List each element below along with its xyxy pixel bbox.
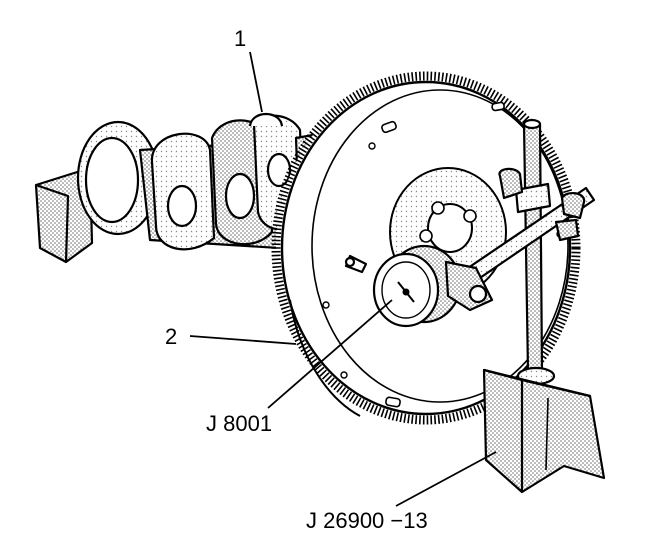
crankshaft (34, 112, 336, 264)
callout-dial-indicator: J 8001 (206, 411, 273, 436)
magnetic-base (482, 368, 606, 494)
leader-crankshaft (249, 51, 263, 113)
callout-flywheel: 2 (165, 324, 178, 349)
leader-lines (189, 51, 497, 507)
leader-flywheel (189, 335, 297, 345)
magnetic-base-stand (466, 118, 606, 494)
callout-crankshaft: 1 (234, 26, 247, 51)
leader-magnetic-base (395, 451, 497, 507)
leader-dial-indicator (267, 299, 393, 409)
callout-magnetic-base: J 26900 −13 (306, 508, 428, 533)
stand-post (522, 122, 544, 374)
dial-indicator (344, 244, 494, 328)
